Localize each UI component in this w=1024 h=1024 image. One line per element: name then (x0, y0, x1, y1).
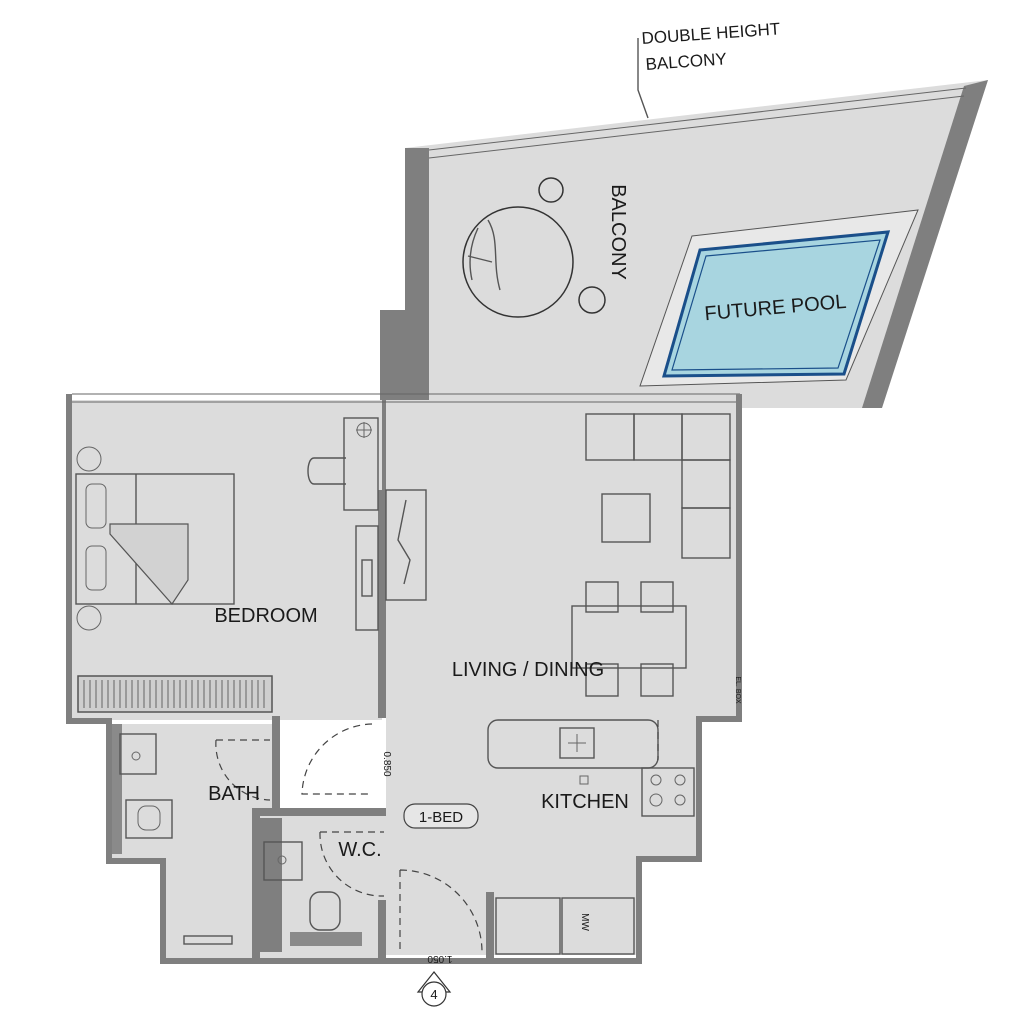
elec-box-label: EL. BOX (734, 676, 741, 704)
room-label-balcony: BALCONY (607, 184, 629, 280)
tv-unit (355, 489, 427, 631)
chair-icon (538, 177, 564, 203)
dining-table (571, 581, 687, 697)
chair-icon (578, 286, 606, 314)
desk-chair (307, 417, 379, 511)
apartment-floor (70, 400, 738, 960)
room-label-kitchen: KITCHEN (541, 791, 629, 813)
unit-tag: 1-BED (419, 809, 463, 826)
exterior-walls (66, 393, 742, 964)
entry-marker-number: 4 (430, 987, 437, 1002)
doors (215, 723, 483, 953)
room-label-bedroom: BEDROOM (214, 605, 317, 627)
microwave-label: MW (579, 913, 590, 931)
kitchen-counter (487, 719, 695, 955)
unit-tag-box (403, 803, 479, 829)
room-label-wc: W.C. (338, 839, 381, 861)
room-label-bath: BATH (208, 783, 260, 805)
dimension-wc-door: 0.850 (381, 751, 392, 776)
entry-marker-icon (416, 971, 452, 1007)
room-label-living-dining: LIVING / DINING (452, 659, 604, 681)
pool (662, 230, 891, 378)
sofa (585, 413, 731, 559)
annotation-balcony: BALCONY (645, 49, 727, 74)
dimension-entry-door: 1.050 (427, 953, 452, 964)
annotation-double-height: DOUBLE HEIGHT (641, 19, 781, 48)
bed (75, 446, 235, 631)
balcony-area (405, 38, 988, 408)
round-table (462, 206, 574, 318)
bath-fixtures (112, 724, 362, 952)
wardrobe (77, 675, 273, 713)
